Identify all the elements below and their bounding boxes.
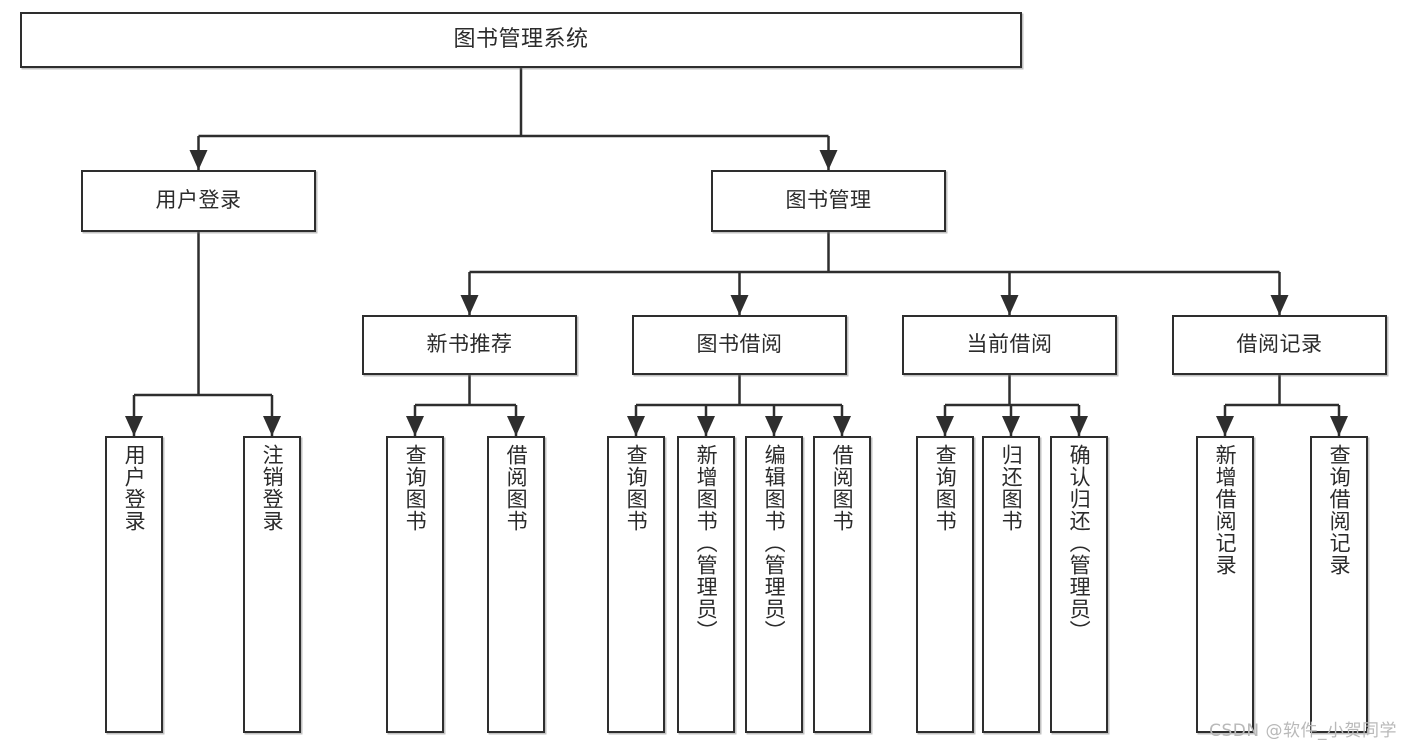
node-label: 用户登录 bbox=[122, 444, 147, 532]
arrow-head-leaf-borrow-query-book bbox=[627, 416, 645, 436]
node-label: 注销登录 bbox=[260, 444, 285, 532]
node-label: 图书管理 bbox=[785, 188, 872, 213]
node-label: 借阅记录 bbox=[1236, 332, 1323, 357]
arrow-head-leaf-user-logout bbox=[263, 416, 281, 436]
arrow-head-leaf-current-confirm-return bbox=[1070, 416, 1088, 436]
node-leaf-borrow-query-book[interactable]: 查询图书 bbox=[607, 436, 665, 733]
node-label: 借阅图书 bbox=[830, 444, 855, 532]
arrow-head-leaf-user-login bbox=[125, 416, 143, 436]
arrow-head-l2-current-borrow bbox=[1000, 295, 1019, 315]
arrow-head-leaf-current-query-book bbox=[936, 416, 954, 436]
arrow-head-leaf-rec-borrow-book bbox=[507, 416, 525, 436]
node-label: 借阅图书 bbox=[504, 444, 529, 532]
node-leaf-borrow-edit-book[interactable]: 编辑图书（管理员） bbox=[745, 436, 803, 733]
node-label: 当前借阅 bbox=[966, 332, 1053, 357]
node-label: 图书管理系统 bbox=[453, 26, 589, 52]
arrow-head-l2-book-borrow bbox=[730, 295, 749, 315]
node-label: 新增借阅记录 bbox=[1213, 444, 1238, 576]
arrow-head-leaf-rec-query-book bbox=[406, 416, 424, 436]
node-leaf-borrow-add-book[interactable]: 新增图书（管理员） bbox=[677, 436, 735, 733]
arrow-head-leaf-record-query bbox=[1330, 416, 1348, 436]
arrow-head-leaf-record-add bbox=[1216, 416, 1234, 436]
node-leaf-rec-borrow-book[interactable]: 借阅图书 bbox=[487, 436, 545, 733]
node-leaf-user-login[interactable]: 用户登录 bbox=[105, 436, 163, 733]
arrow-head-l2-borrow-record bbox=[1270, 295, 1289, 315]
node-leaf-borrow-borrow-book[interactable]: 借阅图书 bbox=[813, 436, 871, 733]
node-leaf-record-query[interactable]: 查询借阅记录 bbox=[1310, 436, 1368, 733]
watermark: CSDN @软件_小贺同学 bbox=[1209, 721, 1397, 741]
node-root-root[interactable]: 图书管理系统 bbox=[20, 12, 1022, 68]
node-label: 归还图书 bbox=[999, 444, 1024, 532]
arrow-head-leaf-borrow-borrow-book bbox=[833, 416, 851, 436]
node-label: 编辑图书（管理员） bbox=[762, 444, 787, 642]
arrow-head-leaf-borrow-edit-book bbox=[765, 416, 783, 436]
arrow-head-leaf-borrow-add-book bbox=[697, 416, 715, 436]
node-label: 查询图书 bbox=[403, 444, 428, 532]
node-leaf-record-add[interactable]: 新增借阅记录 bbox=[1196, 436, 1254, 733]
node-label: 确认归还（管理员） bbox=[1067, 444, 1092, 642]
arrow-head-leaf-current-return-book bbox=[1002, 416, 1020, 436]
arrow-head-l1-book-manage bbox=[819, 150, 838, 170]
node-l2-borrow-record[interactable]: 借阅记录 bbox=[1172, 315, 1387, 375]
node-label: 图书借阅 bbox=[696, 332, 783, 357]
arrow-head-l2-new-book-rec bbox=[460, 295, 479, 315]
node-label: 查询图书 bbox=[624, 444, 649, 532]
node-label: 查询图书 bbox=[933, 444, 958, 532]
node-label: 查询借阅记录 bbox=[1327, 444, 1352, 576]
node-label: 用户登录 bbox=[155, 188, 242, 213]
node-l1-user-login[interactable]: 用户登录 bbox=[81, 170, 316, 232]
arrow-head-l1-user-login bbox=[189, 150, 208, 170]
node-label: 新书推荐 bbox=[426, 332, 513, 357]
node-label: 新增图书（管理员） bbox=[694, 444, 719, 642]
node-l2-new-book-rec[interactable]: 新书推荐 bbox=[362, 315, 577, 375]
node-l2-book-borrow[interactable]: 图书借阅 bbox=[632, 315, 847, 375]
node-leaf-current-confirm-return[interactable]: 确认归还（管理员） bbox=[1050, 436, 1108, 733]
node-l2-current-borrow[interactable]: 当前借阅 bbox=[902, 315, 1117, 375]
node-leaf-current-return-book[interactable]: 归还图书 bbox=[982, 436, 1040, 733]
node-leaf-current-query-book[interactable]: 查询图书 bbox=[916, 436, 974, 733]
node-l1-book-manage[interactable]: 图书管理 bbox=[711, 170, 946, 232]
node-leaf-user-logout[interactable]: 注销登录 bbox=[243, 436, 301, 733]
node-leaf-rec-query-book[interactable]: 查询图书 bbox=[386, 436, 444, 733]
